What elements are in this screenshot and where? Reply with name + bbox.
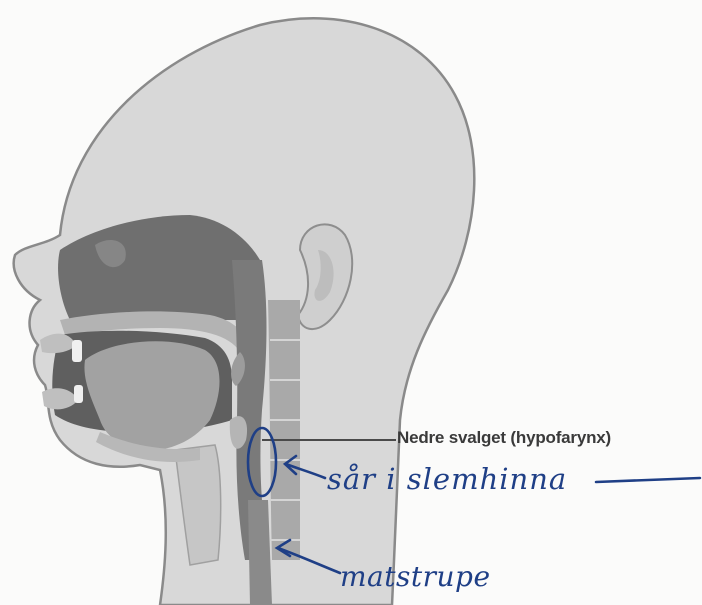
ink-underline bbox=[596, 478, 700, 482]
handwritten-note-esophagus: matstrupe bbox=[340, 560, 491, 593]
front-teeth bbox=[72, 340, 82, 362]
esophagus bbox=[248, 500, 272, 605]
lower-teeth bbox=[74, 385, 83, 403]
hypopharynx-label: Nedre svalget (hypofarynx) bbox=[397, 428, 611, 448]
handwritten-note-lesion: sår i slemhinna bbox=[327, 462, 567, 496]
